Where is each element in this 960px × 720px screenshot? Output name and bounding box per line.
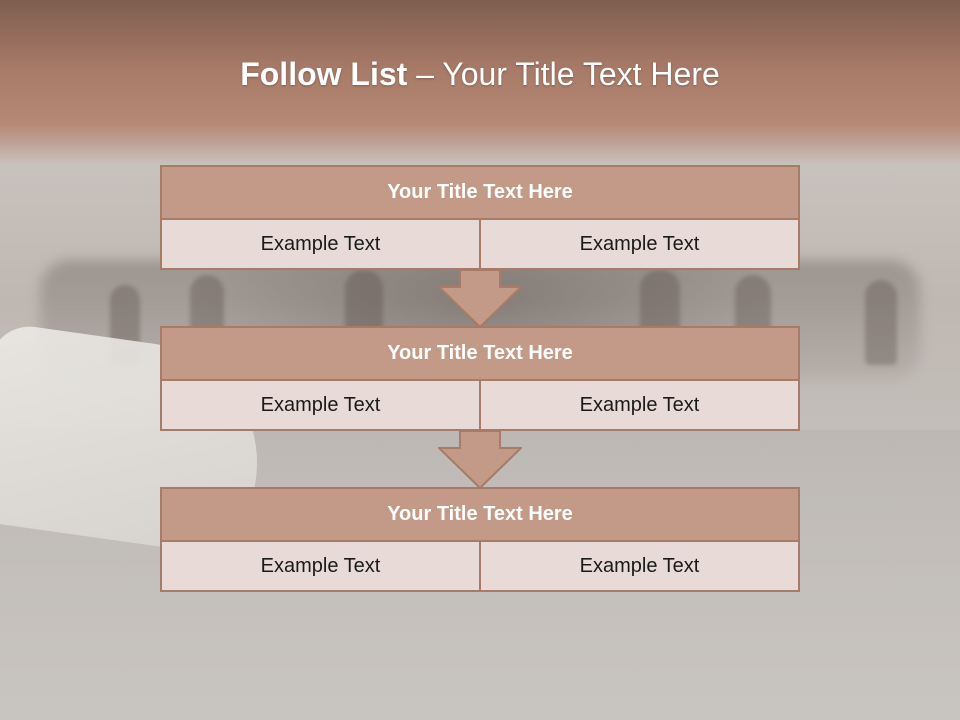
block-title: Your Title Text Here <box>160 165 800 220</box>
slide-title-rest: – Your Title Text Here <box>407 56 720 92</box>
example-text-right: Example Text <box>481 381 800 431</box>
down-arrow-icon <box>438 269 522 329</box>
block-title: Your Title Text Here <box>160 487 800 542</box>
example-text-right: Example Text <box>481 542 800 592</box>
example-text-left: Example Text <box>160 220 481 270</box>
example-text-left: Example Text <box>160 381 481 431</box>
example-text-left: Example Text <box>160 542 481 592</box>
slide-title: Follow List – Your Title Text Here <box>0 56 960 93</box>
follow-block-3: Your Title Text Here Example Text Exampl… <box>160 487 800 592</box>
follow-block-2: Your Title Text Here Example Text Exampl… <box>160 326 800 431</box>
block-row: Example Text Example Text <box>160 542 800 592</box>
slide-title-bold: Follow List <box>240 56 408 92</box>
block-title: Your Title Text Here <box>160 326 800 381</box>
down-arrow-icon <box>438 430 522 490</box>
block-row: Example Text Example Text <box>160 381 800 431</box>
follow-block-1: Your Title Text Here Example Text Exampl… <box>160 165 800 270</box>
example-text-right: Example Text <box>481 220 800 270</box>
block-row: Example Text Example Text <box>160 220 800 270</box>
background-person <box>865 280 897 365</box>
